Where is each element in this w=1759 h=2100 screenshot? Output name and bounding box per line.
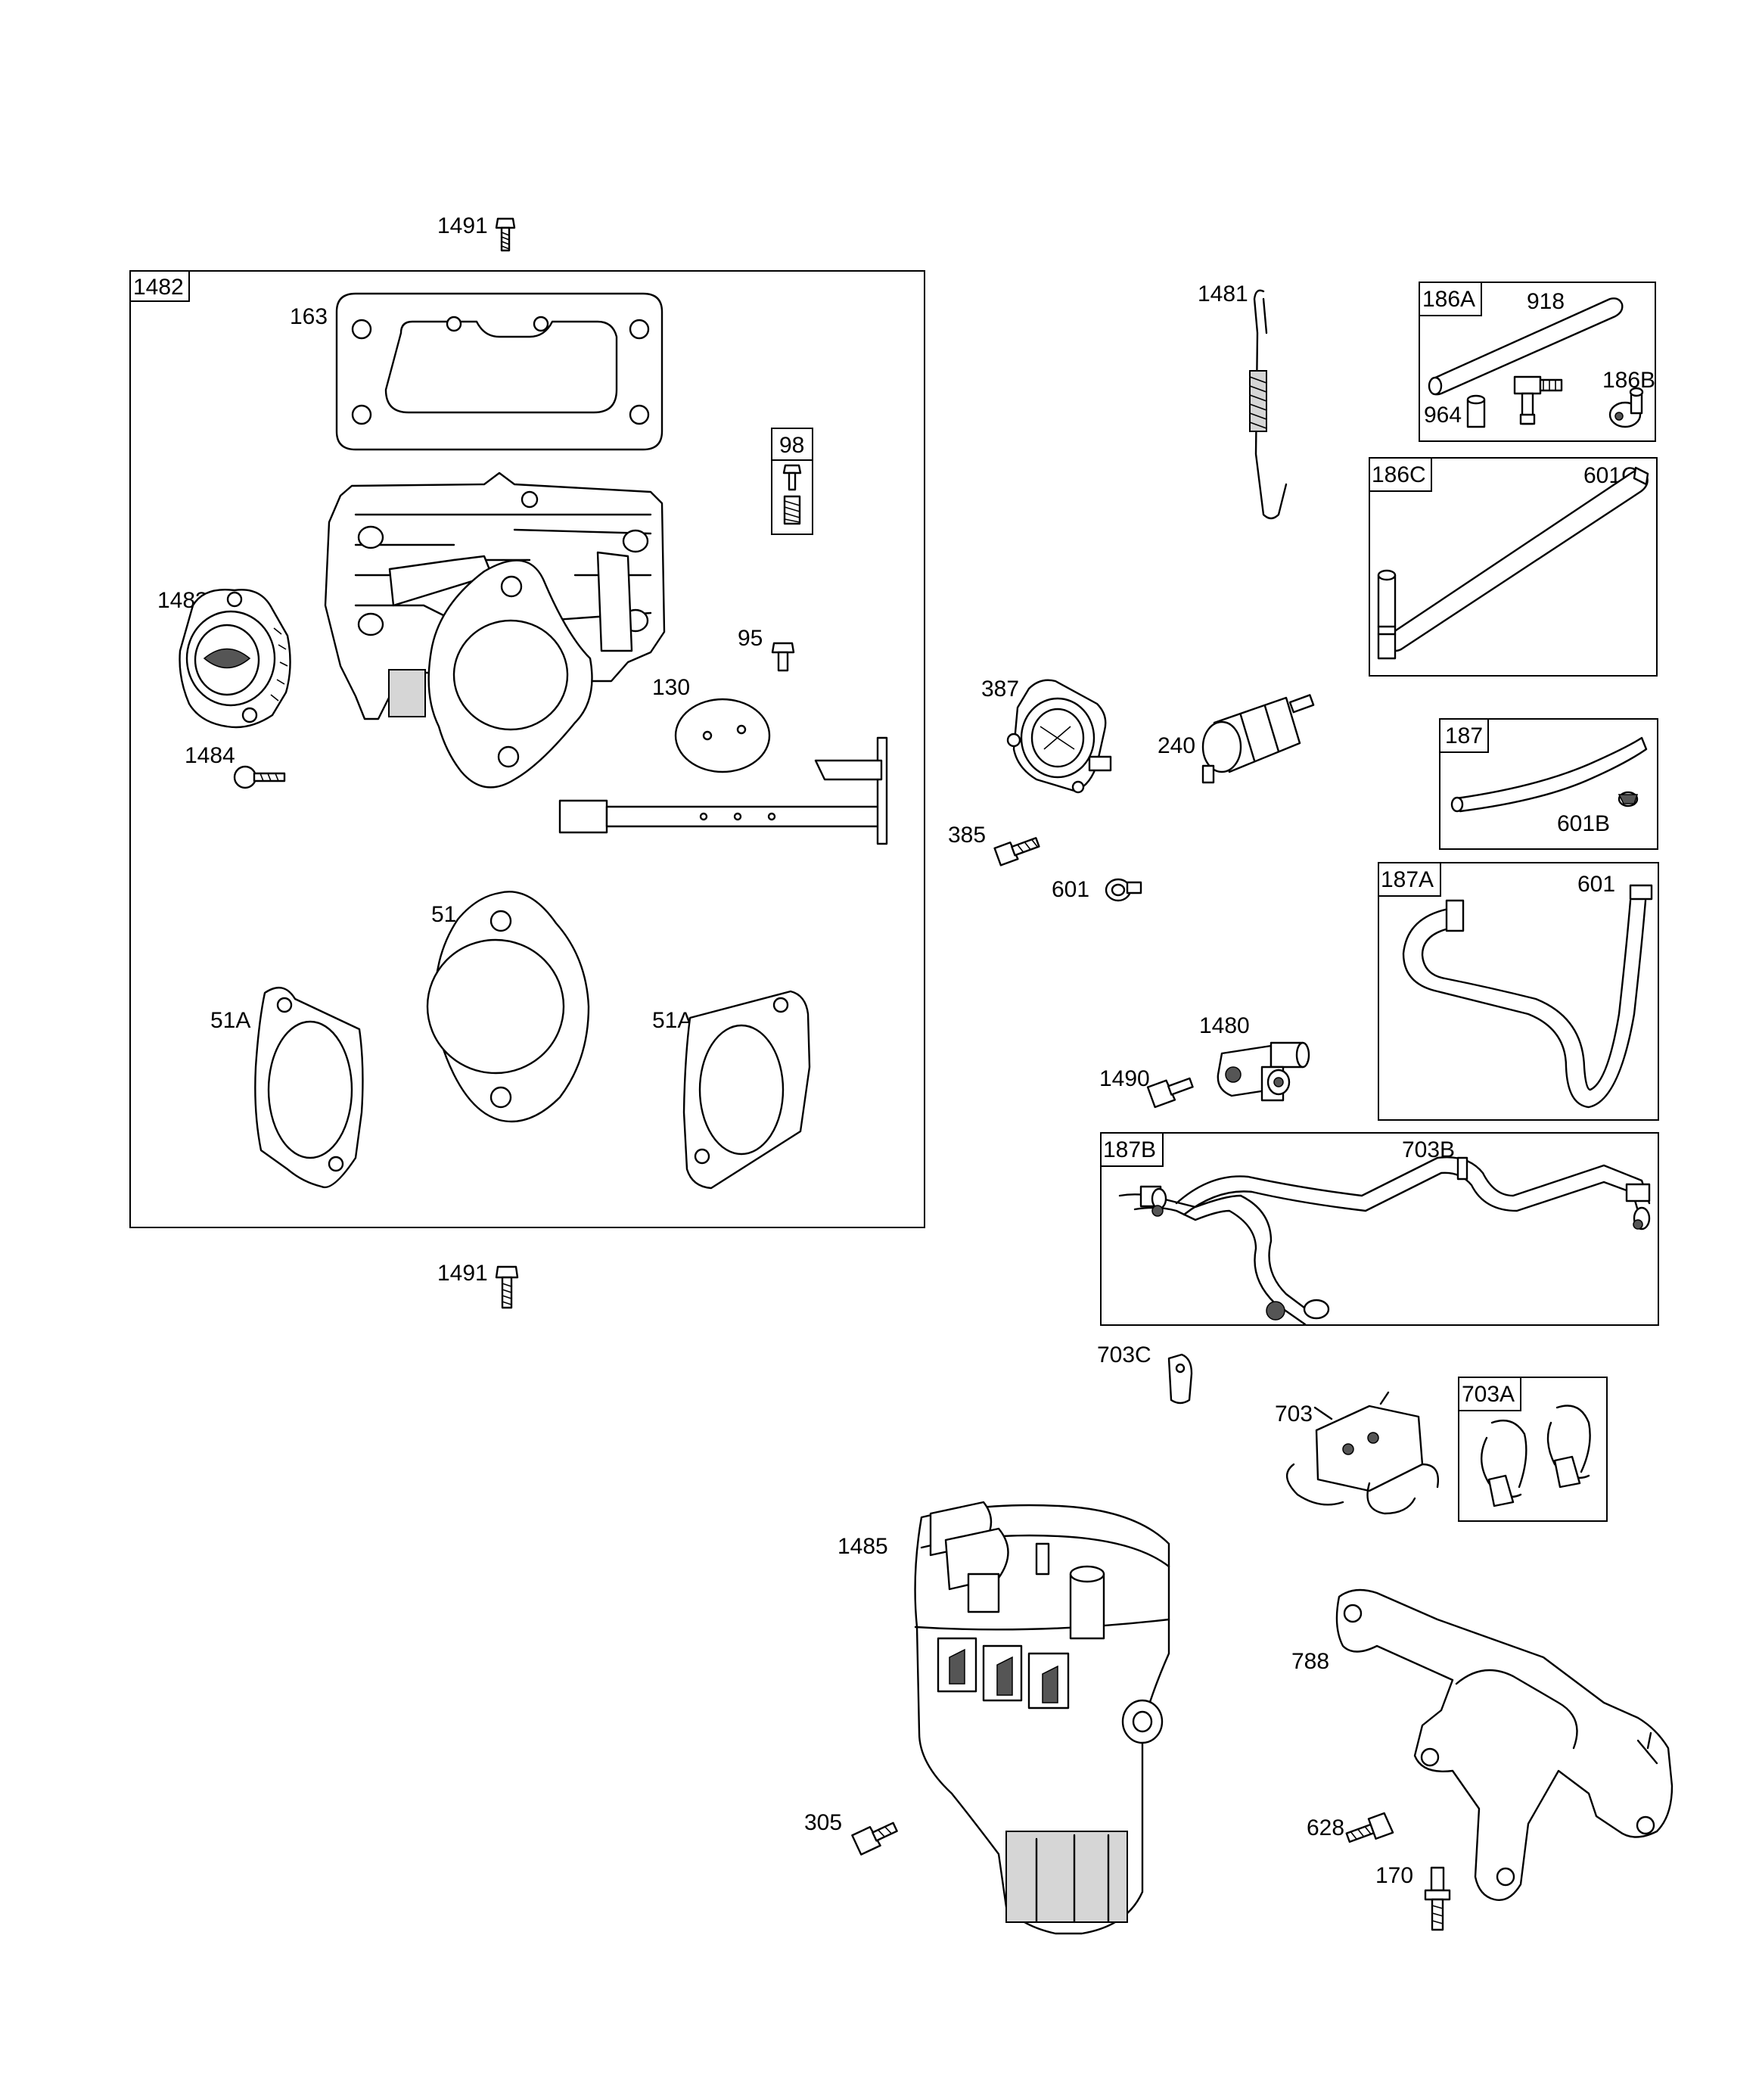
label-1491-bottom: 1491 bbox=[437, 1261, 488, 1286]
label-601b: 601B bbox=[1557, 811, 1610, 836]
fuel-pump-387 bbox=[1006, 679, 1112, 794]
label-1481: 1481 bbox=[1198, 282, 1248, 306]
clip-703c bbox=[1167, 1353, 1193, 1405]
label-98: 98 bbox=[779, 433, 804, 458]
label-187b: 187B bbox=[1103, 1137, 1156, 1162]
group-box-186a bbox=[1419, 282, 1656, 442]
label-385: 385 bbox=[948, 823, 986, 848]
hose-187a bbox=[1402, 884, 1653, 1109]
label-95: 95 bbox=[738, 626, 763, 651]
screw-1491-bottom bbox=[495, 1265, 519, 1309]
fitting-186b bbox=[1608, 387, 1644, 428]
clamp-601 bbox=[1105, 878, 1142, 902]
gasket-51a-left bbox=[254, 986, 364, 1189]
bracket-788 bbox=[1335, 1588, 1674, 1901]
screw-1490 bbox=[1146, 1077, 1194, 1109]
label-703b: 703B bbox=[1402, 1137, 1455, 1162]
label-703: 703 bbox=[1275, 1402, 1313, 1426]
screw-spring-98 bbox=[782, 464, 802, 525]
screw-95 bbox=[771, 642, 795, 672]
label-163: 163 bbox=[290, 304, 328, 329]
label-187a: 187A bbox=[1381, 867, 1434, 892]
governor-link-1481 bbox=[1249, 289, 1288, 520]
label-601-hose: 601 bbox=[1577, 872, 1615, 897]
label-1482: 1482 bbox=[133, 275, 184, 300]
label-186b: 186B bbox=[1602, 368, 1655, 393]
screw-385 bbox=[993, 837, 1040, 866]
screw-628 bbox=[1345, 1812, 1394, 1843]
label-305: 305 bbox=[804, 1810, 842, 1835]
screw-1491-top bbox=[495, 217, 516, 252]
label-1480: 1480 bbox=[1199, 1013, 1250, 1038]
label-186c: 186C bbox=[1372, 462, 1426, 487]
throttle-plate-130 bbox=[674, 698, 771, 773]
label-788: 788 bbox=[1291, 1649, 1329, 1674]
hose-918 bbox=[1428, 297, 1624, 396]
gasket-51 bbox=[426, 891, 590, 1123]
label-1490: 1490 bbox=[1099, 1066, 1150, 1091]
label-186a: 186A bbox=[1422, 287, 1475, 312]
label-187: 187 bbox=[1445, 723, 1483, 748]
clamp-601b bbox=[1618, 791, 1639, 807]
label-51a-right: 51A bbox=[652, 1008, 692, 1033]
label-601-clamp: 601 bbox=[1052, 877, 1089, 902]
label-918: 918 bbox=[1527, 289, 1565, 314]
label-51: 51 bbox=[431, 902, 456, 927]
label-628: 628 bbox=[1307, 1815, 1344, 1840]
group-box-186c bbox=[1369, 457, 1658, 677]
label-703a: 703A bbox=[1462, 1382, 1515, 1407]
carburetor-body bbox=[324, 471, 666, 789]
fuel-filter-240 bbox=[1201, 694, 1315, 784]
fuel-bowl-1485 bbox=[914, 1501, 1170, 1935]
gasket-51a-right bbox=[682, 990, 811, 1190]
label-1484: 1484 bbox=[185, 743, 235, 768]
label-964: 964 bbox=[1424, 403, 1462, 428]
label-703c: 703C bbox=[1097, 1342, 1151, 1367]
screw-305 bbox=[851, 1822, 898, 1856]
fuel-shutoff-valve-1480 bbox=[1217, 1041, 1310, 1102]
clips-703a bbox=[1480, 1405, 1591, 1507]
label-240: 240 bbox=[1158, 733, 1195, 758]
label-1491-top: 1491 bbox=[437, 213, 488, 238]
group-box-187b bbox=[1100, 1132, 1659, 1326]
label-130: 130 bbox=[652, 675, 690, 700]
group-box-187a bbox=[1378, 862, 1659, 1121]
screw-1484 bbox=[233, 765, 286, 789]
fitting-tee bbox=[1513, 375, 1563, 425]
hose-187b bbox=[1118, 1156, 1651, 1326]
group-box-187 bbox=[1439, 718, 1658, 850]
hose-187 bbox=[1450, 736, 1648, 813]
callout-labels: 1491 1482 163 98 1483 95 130 1484 51 51A… bbox=[133, 213, 1655, 1888]
label-51a-left: 51A bbox=[210, 1008, 250, 1033]
group-box-703a bbox=[1458, 1377, 1608, 1522]
choke-cover-1483 bbox=[179, 589, 291, 729]
tube-601c bbox=[1377, 466, 1649, 660]
clamp-703 bbox=[1286, 1391, 1439, 1515]
group-box-98 bbox=[771, 428, 813, 535]
throttle-shaft bbox=[558, 736, 888, 845]
label-387: 387 bbox=[981, 677, 1019, 702]
label-1485: 1485 bbox=[838, 1534, 888, 1559]
group-box-1482 bbox=[129, 270, 925, 1228]
label-170: 170 bbox=[1375, 1863, 1413, 1888]
gasket-163 bbox=[335, 292, 664, 451]
stud-170 bbox=[1424, 1866, 1451, 1931]
sleeve-964 bbox=[1466, 394, 1486, 428]
